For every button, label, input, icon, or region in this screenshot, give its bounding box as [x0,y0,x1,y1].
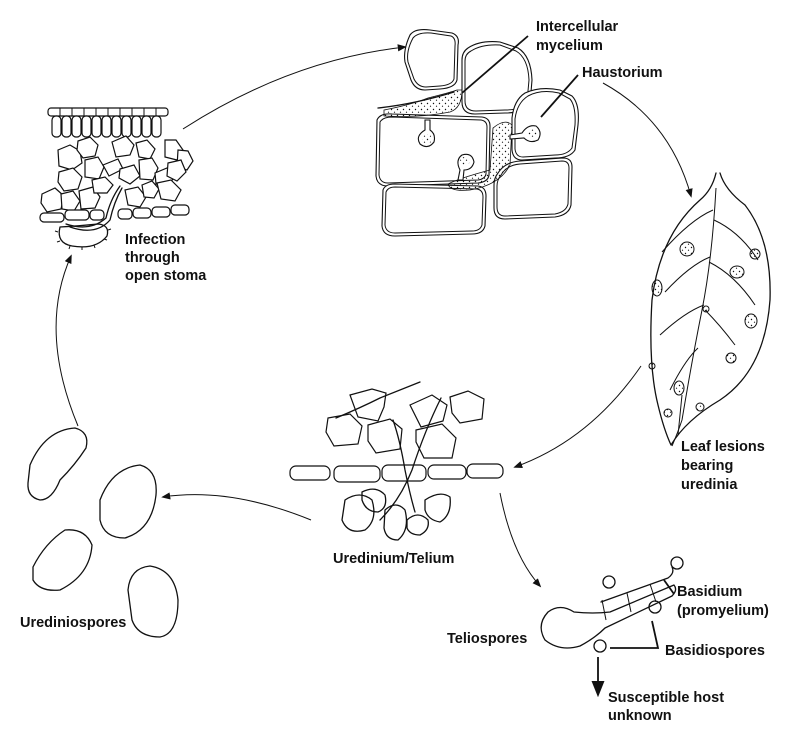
urediniospore-at-stoma [54,223,112,250]
haustorium [417,119,436,148]
haustorium [457,153,475,181]
palisade-cells [51,115,162,138]
uredinium-telium-illustration [289,381,504,541]
arrow-uredinium-to-urediniospores [161,492,312,521]
lesion [702,305,710,313]
leader-basidiospores [610,620,660,649]
basidiospore [648,600,662,614]
leader-basidium [663,579,675,595]
lesion [725,352,737,364]
lesion [679,241,695,257]
label-urediniospores: Urediniospores [20,615,126,631]
upper-epidermis [47,107,169,117]
basidiospore [593,639,607,653]
lesion [744,313,758,329]
teliospore [540,584,677,649]
lesion [673,380,685,396]
urediniospore [127,565,179,638]
hypha [383,89,463,117]
spongy-mesophyll [39,135,194,223]
label-uredinium-telium: Uredinium/Telium [333,551,454,567]
label-haustorium: Haustorium [582,65,663,81]
leader-intercellular-mycelium [461,35,529,94]
haustorium [509,125,541,143]
germ-tube [65,185,121,228]
lesion [651,279,663,297]
arrow-infection-to-mycelium [182,44,407,130]
urediniospores-illustration [27,427,179,638]
leader-haustorium [540,74,579,118]
cycle-arrows [55,44,693,698]
urediniospore [99,464,157,539]
arrow-urediniospores-to-infection [55,254,79,427]
basidiospore [602,575,616,589]
lesion [749,248,761,260]
label-basidiospores: Basidiospores [665,643,765,659]
arrow-uredinium-to-teliospores [499,492,542,588]
leaf-outline [650,172,771,446]
teliospore-basidium-illustration [540,556,684,653]
lesion [648,362,656,370]
leaf-cross-section-illustration [39,107,194,250]
intercellular-mycelium-illustration [375,29,579,237]
arrow-mycelium-to-leaf [602,82,693,198]
label-basidium: Basidium(promyelium) [677,584,769,619]
lesion [729,265,745,279]
lesion [695,402,705,412]
urediniospore [32,529,93,591]
basidiospore [670,556,684,570]
lesion [663,408,673,418]
infected-leaf-illustration [648,172,771,447]
urediniospore [27,427,88,501]
arrow-leaf-to-uredinium [513,365,642,468]
label-teliospores: Teliospores [447,631,527,647]
